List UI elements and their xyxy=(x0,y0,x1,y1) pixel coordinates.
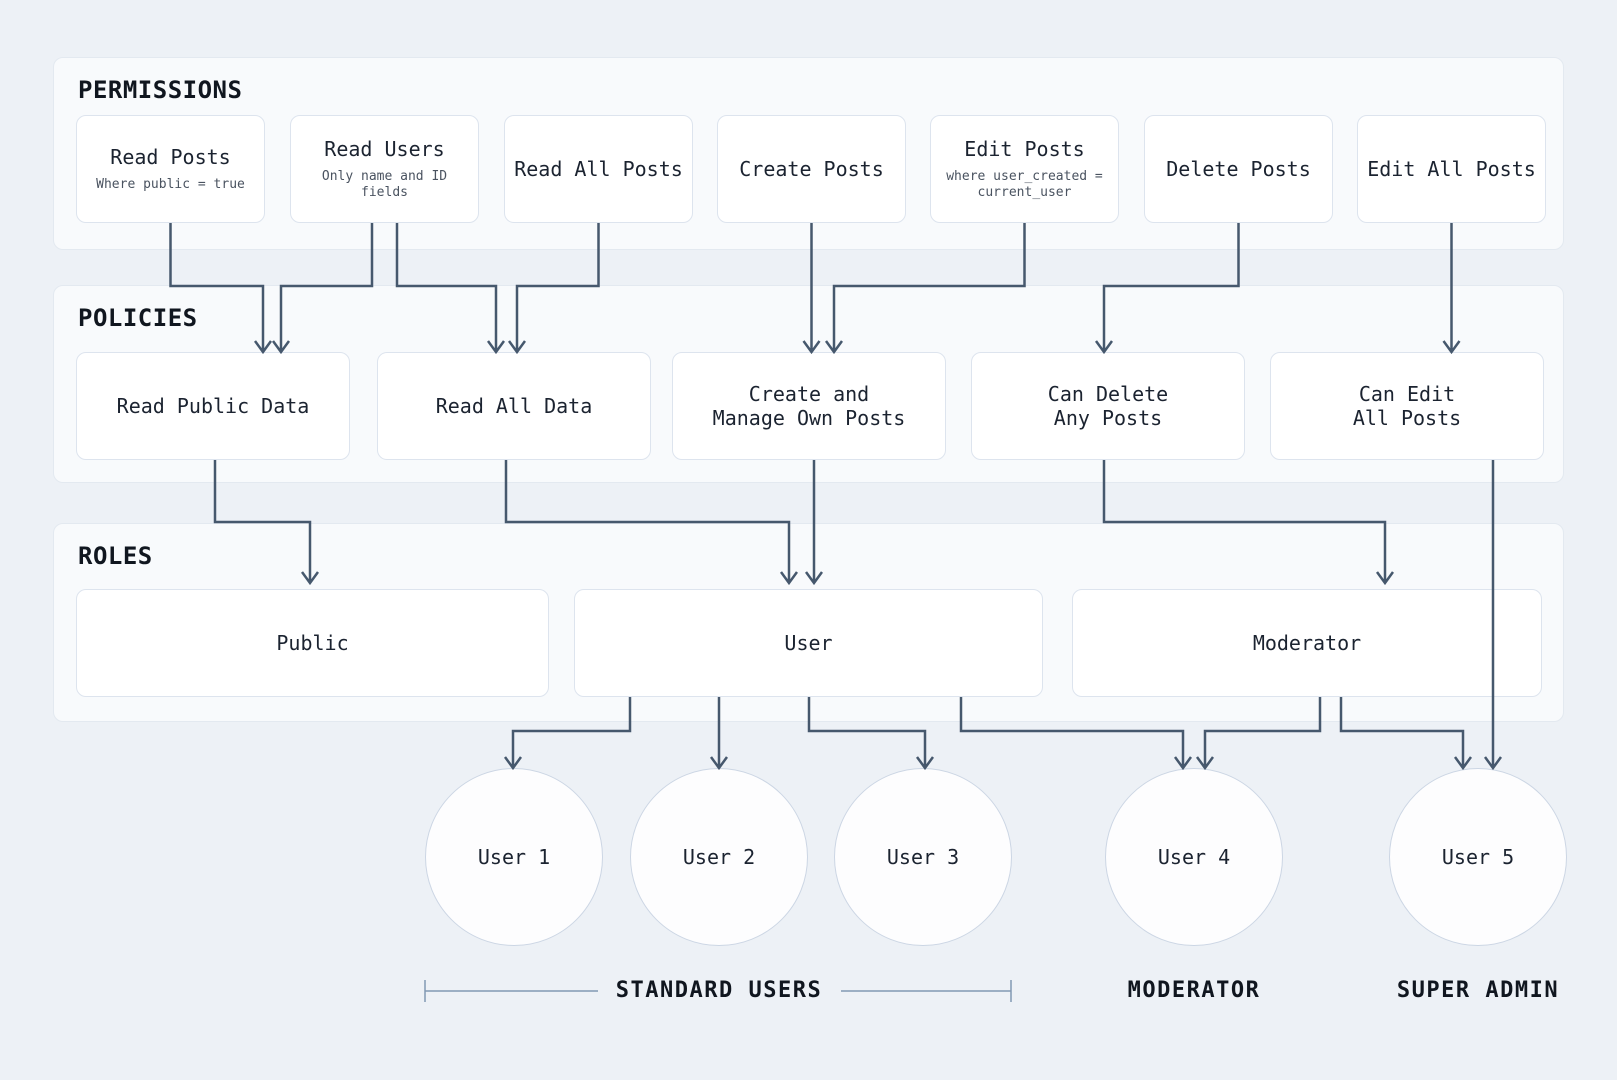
user-circle-label: User 2 xyxy=(682,845,756,869)
group-label-standard-users: STANDARD USERS xyxy=(615,978,823,1003)
user-circle-label: User 1 xyxy=(477,845,551,869)
permission-read-users: Read Users Only name and ID fields xyxy=(290,115,479,223)
standard-users-bracket-left xyxy=(424,980,598,1002)
permission-create-posts: Create Posts xyxy=(717,115,906,223)
node-label: Edit Posts xyxy=(964,136,1085,161)
user-2-circle: User 2 xyxy=(630,768,808,946)
user-4-circle: User 4 xyxy=(1105,768,1283,946)
role-public: Public xyxy=(76,589,549,697)
node-label: Delete Posts xyxy=(1166,157,1311,181)
node-sublabel: Only name and ID fields xyxy=(321,168,448,200)
standard-users-bracket-right xyxy=(841,980,1012,1002)
roles-title: ROLES xyxy=(78,542,153,570)
permission-delete-posts: Delete Posts xyxy=(1144,115,1333,223)
policies-title: POLICIES xyxy=(78,304,198,332)
node-label: Can Edit All Posts xyxy=(1352,382,1462,430)
node-label: Edit All Posts xyxy=(1367,157,1536,181)
user-1-circle: User 1 xyxy=(425,768,603,946)
permissions-title: PERMISSIONS xyxy=(78,76,243,104)
group-label-moderator: MODERATOR xyxy=(1127,978,1261,1003)
permission-read-all-posts: Read All Posts xyxy=(504,115,693,223)
node-label: Can Delete Any Posts xyxy=(1047,382,1169,430)
node-label: Read All Posts xyxy=(514,157,683,181)
user-3-circle: User 3 xyxy=(834,768,1012,946)
group-label-super-admin: SUPER ADMIN xyxy=(1396,978,1560,1003)
node-label: Read Posts xyxy=(110,144,231,169)
policy-read-public-data: Read Public Data xyxy=(76,352,350,460)
node-label: User xyxy=(784,631,833,655)
user-circle-label: User 5 xyxy=(1441,845,1515,869)
policy-read-all-data: Read All Data xyxy=(377,352,651,460)
user-circle-label: User 4 xyxy=(1157,845,1231,869)
user-circle-label: User 3 xyxy=(886,845,960,869)
node-label: Read Users xyxy=(324,136,445,161)
policy-can-delete-any-posts: Can Delete Any Posts xyxy=(971,352,1245,460)
node-sublabel: where user_created = current_user xyxy=(946,168,1103,200)
node-label: Create Posts xyxy=(739,157,884,181)
node-label: Moderator xyxy=(1252,631,1362,655)
node-label: Create and Manage Own Posts xyxy=(712,382,906,430)
role-user: User xyxy=(574,589,1043,697)
policy-can-edit-all-posts: Can Edit All Posts xyxy=(1270,352,1544,460)
user-5-circle: User 5 xyxy=(1389,768,1567,946)
node-label: Read Public Data xyxy=(116,394,310,418)
node-label: Read All Data xyxy=(435,394,593,418)
permission-read-posts: Read Posts Where public = true xyxy=(76,115,265,223)
node-sublabel: Where public = true xyxy=(96,176,245,192)
permission-edit-all-posts: Edit All Posts xyxy=(1357,115,1546,223)
policy-create-and-manage-own-posts: Create and Manage Own Posts xyxy=(672,352,946,460)
permission-edit-posts: Edit Posts where user_created = current_… xyxy=(930,115,1119,223)
node-label: Public xyxy=(276,631,349,655)
role-moderator: Moderator xyxy=(1072,589,1542,697)
